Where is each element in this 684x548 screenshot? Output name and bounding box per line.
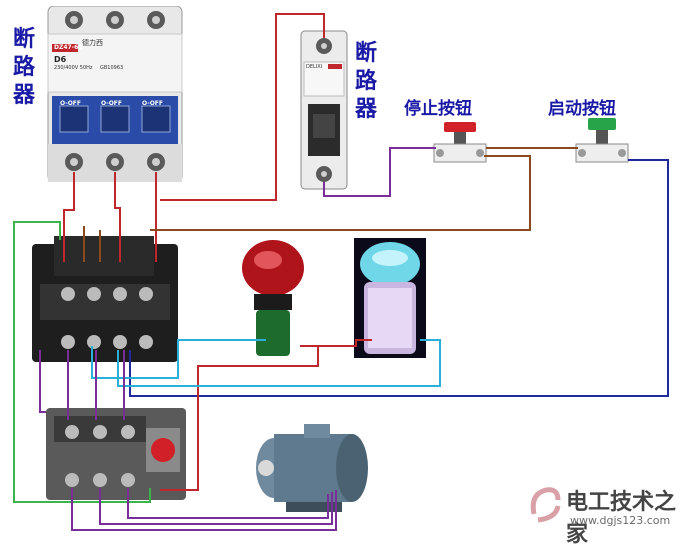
three-phase-motor — [252, 420, 372, 516]
wire-lamp-link — [318, 339, 372, 347]
watermark-url: www.dgjs123.com — [570, 514, 671, 527]
wire-control-to-stop — [323, 147, 436, 197]
control-breaker-brand: DELIXI — [306, 64, 323, 70]
main-breaker-standard: GB10963 — [100, 65, 124, 71]
wire-green — [13, 221, 151, 503]
wire-motor-1 — [71, 488, 337, 531]
main-breaker-switch-label-3: O-OFF — [142, 100, 163, 107]
wire-start-to-coil — [129, 159, 669, 397]
main-breaker-model: DZ47-63 — [54, 44, 83, 51]
wire-relay-return — [39, 350, 46, 413]
control-circuit-breaker — [300, 30, 348, 190]
start-button-label: 启动按钮 — [548, 99, 616, 119]
wire-motor-3 — [127, 488, 329, 519]
wire-motor-2 — [99, 488, 333, 525]
wire-lamp-red — [160, 345, 319, 491]
wire-hold-contact — [150, 155, 531, 231]
blue-indicator-lamp — [354, 238, 426, 358]
wire-phase-l1 — [63, 172, 75, 262]
wire-lamp-blue — [117, 339, 441, 387]
watermark-logo-icon — [528, 484, 562, 524]
main-breaker-switch-label-1: O-OFF — [60, 100, 81, 107]
main-breaker-brand: 德力西 — [82, 39, 103, 47]
stop-button-label: 停止按钮 — [404, 99, 472, 119]
stop-button — [430, 118, 490, 168]
wire-lamp-cyan — [91, 339, 266, 379]
main-breaker-label: 断 路 器 — [12, 27, 35, 108]
start-button — [572, 114, 632, 168]
main-breaker-rating: D6 — [54, 55, 67, 64]
wire-control-supply — [160, 13, 325, 201]
wire-phase-l2 — [114, 172, 121, 262]
control-breaker-label: 断 路 器 — [354, 41, 377, 122]
red-indicator-lamp — [238, 238, 308, 358]
main-breaker-switch-label-2: O-OFF — [101, 100, 122, 107]
ac-contactor — [30, 236, 180, 368]
thermal-overload-relay — [46, 408, 186, 500]
main-breaker-specs: 230/400V 50Hz — [54, 65, 93, 71]
main-circuit-breaker — [46, 5, 184, 183]
